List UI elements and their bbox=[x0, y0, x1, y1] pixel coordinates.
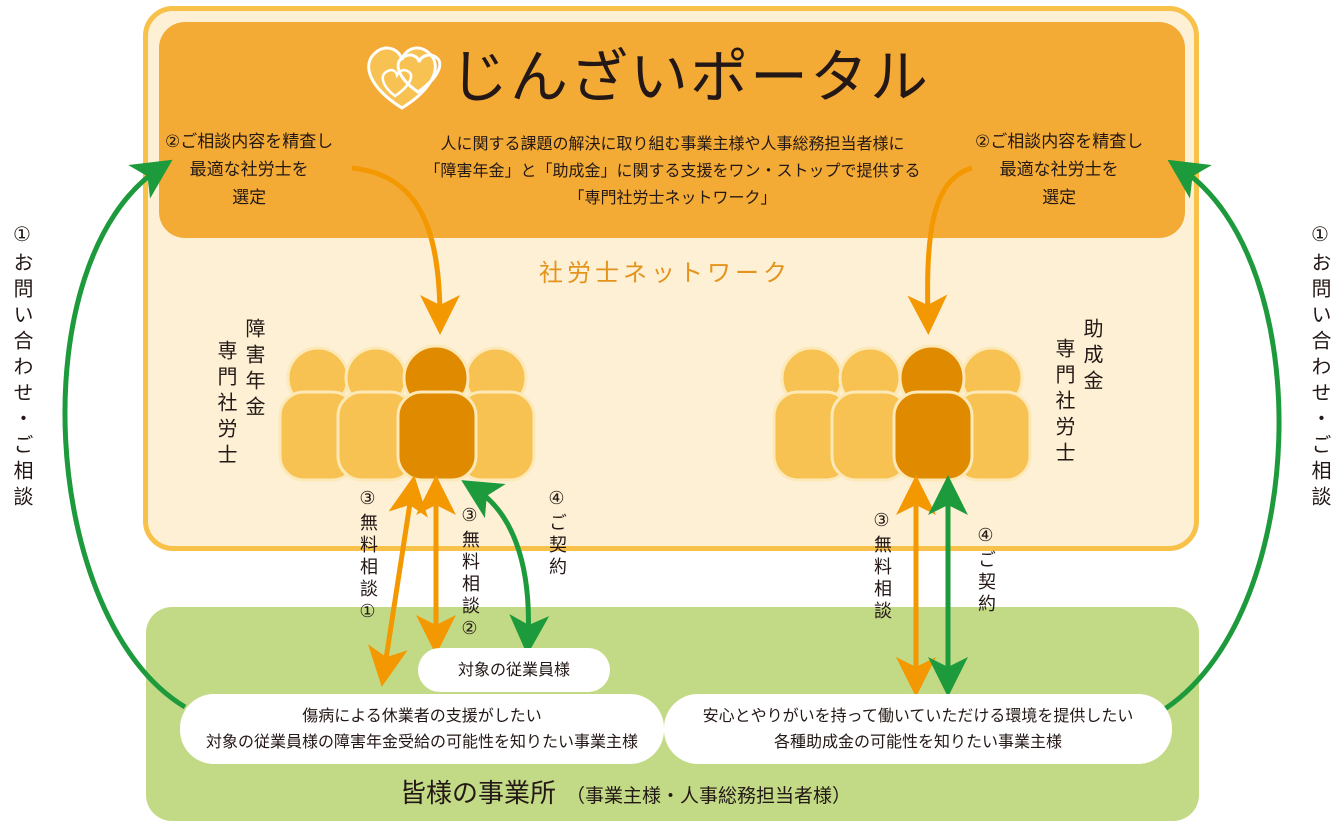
step2-right-label: ②ご相談内容を精査し 最適な社労士を 選定 bbox=[975, 128, 1143, 212]
left-people-group bbox=[278, 344, 536, 482]
step1-right-arrow bbox=[1158, 159, 1282, 715]
step2-left-label: ②ご相談内容を精査し 最適な社労士を 選定 bbox=[165, 128, 333, 212]
step3-right-label: ③無料相談 bbox=[871, 510, 892, 623]
right-people-group bbox=[772, 344, 1032, 482]
step2-line: 最適な社労士を bbox=[999, 160, 1119, 180]
group-left-label-line2: 障害年金 bbox=[242, 318, 266, 422]
step2-line: 最適な社労士を bbox=[189, 160, 309, 180]
description-line: 「専門社労士ネットワーク」 bbox=[568, 188, 777, 207]
group-right-label-line2: 助成金 bbox=[1080, 318, 1104, 396]
network-label: 社労士ネットワーク bbox=[539, 259, 791, 287]
portal-title: じんざいポータル bbox=[450, 43, 931, 111]
step1-right-label: ①お問い合わせ・ご相談 bbox=[1308, 222, 1332, 512]
step2-right-arrow bbox=[907, 165, 973, 335]
description-line: 人に関する課題の解決に取り組む事業主様や人事総務担当者様に bbox=[440, 134, 905, 153]
employee-pill: 対象の従業員様 bbox=[418, 648, 610, 692]
employee-label: 対象の従業員様 bbox=[457, 660, 570, 679]
right-need-pill: 安心とやりがいを持って働いていただける環境を提供したい 各種助成金の可能性を知り… bbox=[664, 694, 1172, 764]
group-right-label-line1: 専門社労士 bbox=[1052, 338, 1076, 468]
step2-line: 選定 bbox=[1042, 188, 1077, 208]
selected-person-icon bbox=[892, 344, 974, 482]
person-icon bbox=[830, 346, 910, 482]
step3-left-2-label: ③無料相談② bbox=[459, 505, 480, 643]
office-title: 皆様の事業所 （事業主様・人事総務担当者様） bbox=[400, 773, 851, 810]
portal-description: 人に関する課題の解決に取り組む事業主様や人事総務担当者様に 「障害年金」と「助成… bbox=[405, 130, 940, 211]
office-title-sub: （事業主様・人事総務担当者様） bbox=[566, 785, 852, 807]
person-icon bbox=[336, 346, 416, 482]
step4-right-label: ④ご契約 bbox=[975, 525, 996, 616]
portal-header bbox=[159, 22, 1185, 238]
right-need-line: 安心とやりがいを持って働いていただける環境を提供したい bbox=[702, 706, 1134, 725]
description-line: 「障害年金」と「助成金」に関する支援をワン・ストップで提供する bbox=[424, 161, 921, 180]
contract-left-arrow bbox=[461, 480, 550, 655]
step2-line: ②ご相談内容を精査し bbox=[975, 132, 1144, 152]
left-need-line: 傷病による休業者の支援がしたい bbox=[302, 706, 542, 725]
group-left-label-line1: 専門社労士 bbox=[214, 340, 238, 470]
step2-line: ②ご相談内容を精査し bbox=[165, 132, 334, 152]
left-need-line: 対象の従業員様の障害年金受給の可能性を知りたい事業主様 bbox=[205, 732, 638, 751]
step1-left-label: ①お問い合わせ・ご相談 bbox=[10, 222, 34, 512]
step1-left-arrow bbox=[62, 159, 187, 710]
step3-left-1-label: ③無料相談① bbox=[357, 488, 378, 626]
office-title-main: 皆様の事業所 bbox=[400, 779, 557, 809]
heart-logo-icon bbox=[367, 46, 442, 110]
step2-line: 選定 bbox=[232, 188, 267, 208]
step4-left-label: ④ご契約 bbox=[546, 488, 567, 579]
right-need-line: 各種助成金の可能性を知りたい事業主様 bbox=[773, 732, 1062, 751]
selected-person-icon bbox=[396, 344, 478, 482]
left-need-pill: 傷病による休業者の支援がしたい 対象の従業員様の障害年金受給の可能性を知りたい事… bbox=[180, 694, 664, 764]
step2-left-arrow bbox=[351, 165, 460, 335]
consult1-arrow bbox=[368, 475, 428, 687]
